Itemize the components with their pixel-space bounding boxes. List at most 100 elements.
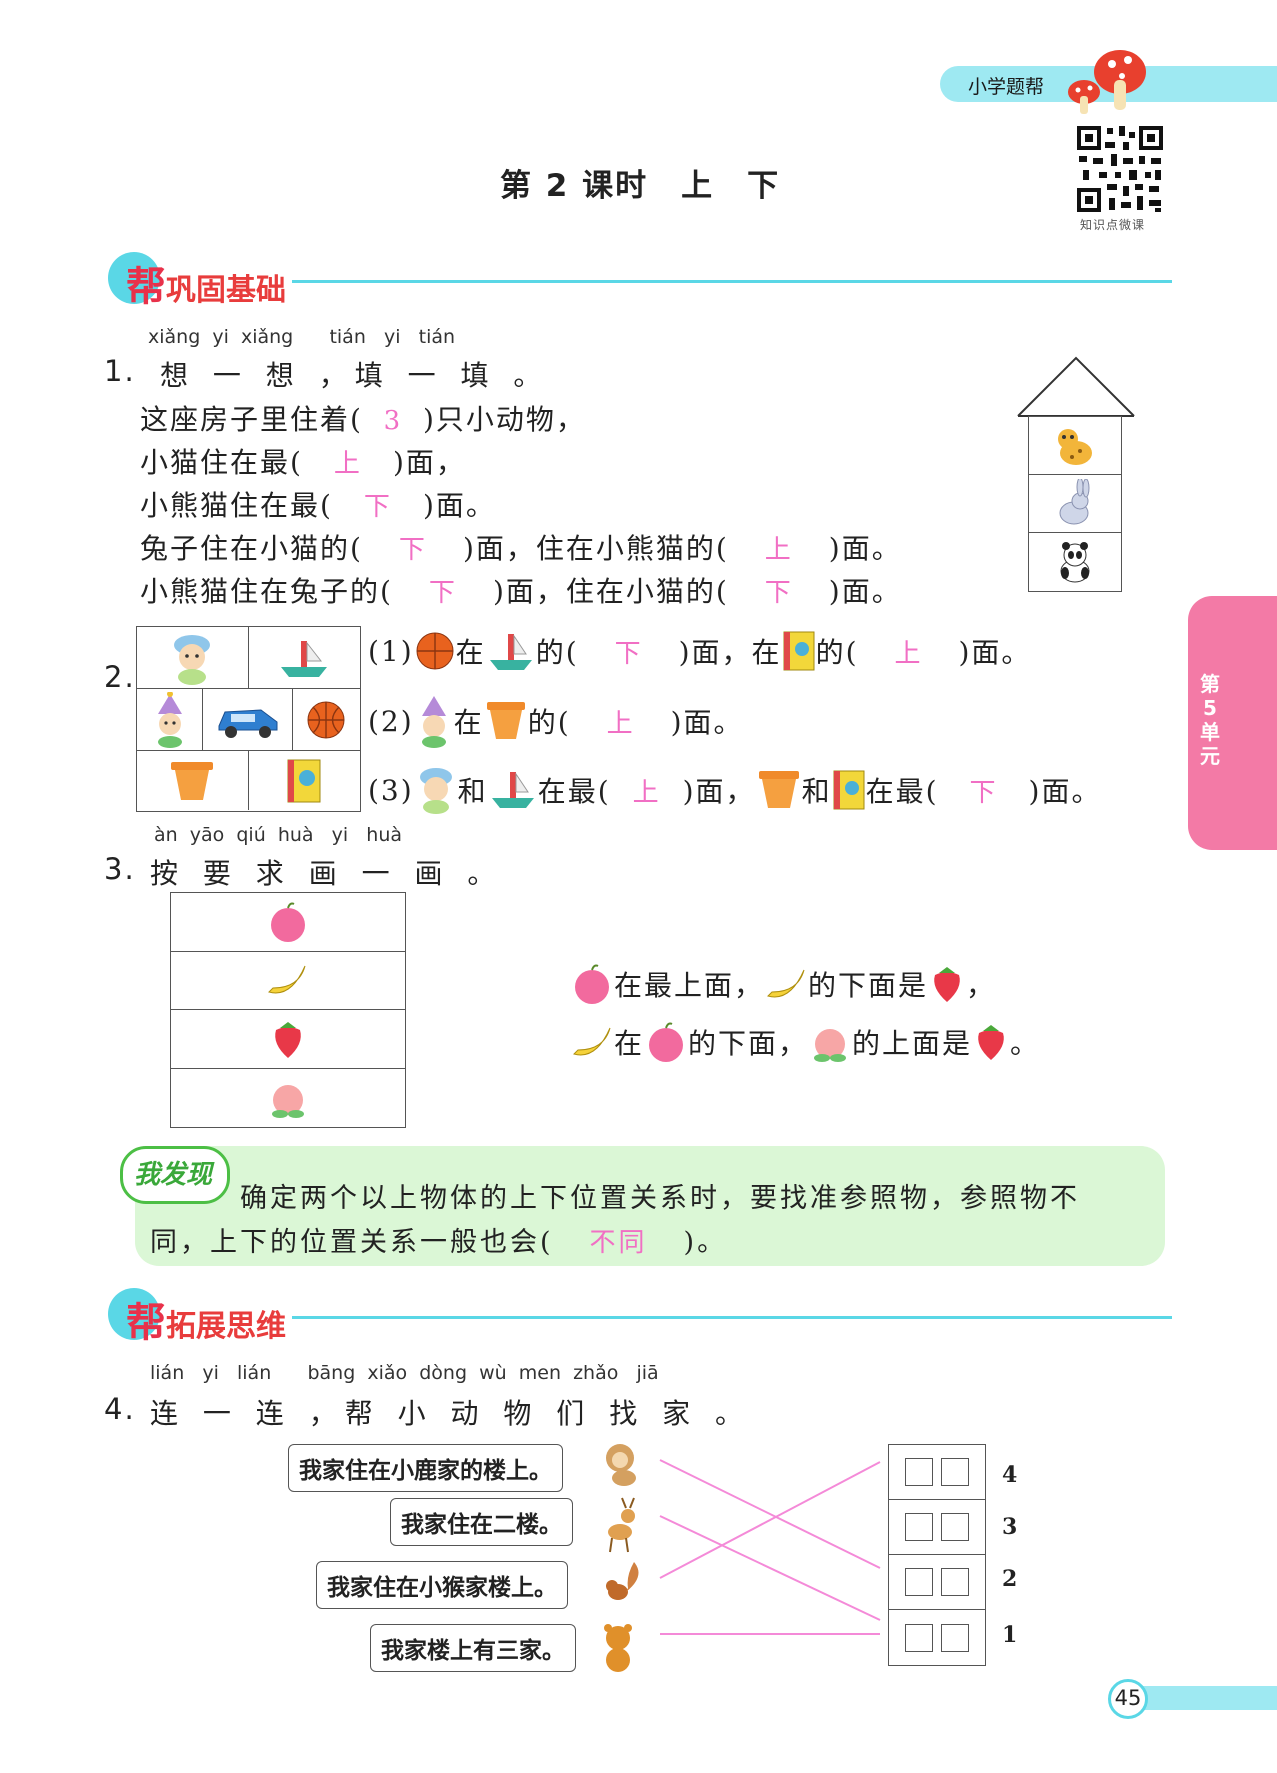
answer: 下 — [428, 578, 457, 608]
answer: 上 — [333, 449, 362, 479]
answer: 下 — [398, 535, 427, 565]
grid-cell — [203, 689, 293, 750]
clown-icon — [421, 696, 446, 748]
page-bar — [1130, 1686, 1277, 1710]
book-icon — [833, 770, 865, 810]
q1-line-3: 小熊猫住在最(下)面。 — [140, 484, 496, 524]
flower-pot-icon — [171, 761, 214, 800]
deer-icon — [608, 1497, 635, 1553]
panda-icon — [1060, 542, 1090, 583]
speech-bubble: 我家楼上有三家。 — [370, 1624, 576, 1672]
q4-animals — [604, 1444, 639, 1672]
speech-bubble: 我家住在小猴家楼上。 — [316, 1561, 568, 1609]
lesson-title: 第 2 课时 上 下 — [500, 168, 781, 204]
q3-sentence-1: 在最上面， 的下面是 ， — [570, 962, 996, 1006]
basketball-icon — [307, 701, 345, 738]
banana-icon — [767, 969, 805, 998]
window — [905, 1623, 933, 1652]
house-floor-bottom — [1029, 533, 1121, 591]
house-floor-middle — [1029, 475, 1121, 533]
girl-doll-icon — [419, 768, 452, 814]
finding-badge — [120, 1146, 230, 1204]
answer: 下 — [764, 578, 793, 608]
q4-title: 连 一 连 ，帮 小 动 物 们 找 家 。 — [150, 1397, 752, 1430]
section-divider — [292, 1316, 1172, 1319]
window — [905, 1568, 933, 1596]
window — [941, 1623, 969, 1652]
apple-icon — [649, 1022, 684, 1062]
cat-icon — [1058, 428, 1092, 465]
floor-number: 3 — [1002, 1514, 1018, 1540]
boat-icon — [489, 634, 532, 670]
q3-cell — [171, 1010, 405, 1069]
answer: 上 — [632, 777, 661, 808]
answer: 不同 — [589, 1228, 648, 1258]
floor — [889, 1610, 985, 1665]
squirrel-icon — [606, 1562, 639, 1600]
speech-bubble: 我家住在小鹿家的楼上。 — [288, 1444, 563, 1492]
page-number: 45 — [1114, 1686, 1142, 1710]
book-icon — [783, 631, 815, 671]
window — [905, 1458, 933, 1486]
q2-part-2: (2) 在 的(上)面。 — [368, 694, 744, 748]
section-basics-title: 帮巩固基础 — [126, 264, 286, 310]
q3-sentence-2: 在 的下面， 的上面是 。 — [570, 1020, 1040, 1064]
qr-caption: 知识点微课 — [1080, 218, 1146, 232]
answer: 下 — [363, 492, 392, 522]
floor-number: 2 — [1002, 1566, 1018, 1592]
answer: 上 — [764, 535, 793, 565]
grid-cell — [293, 689, 359, 750]
answer: 下 — [969, 777, 998, 808]
peach-icon — [272, 1084, 304, 1118]
window — [941, 1458, 969, 1486]
q2-grid — [136, 626, 361, 812]
q2-part-3: (3) 和 在最(上)面， 和 在最(下)面。 — [368, 765, 1101, 815]
bear-icon — [604, 1624, 632, 1672]
answer: 上 — [606, 708, 635, 739]
grid-cell — [137, 689, 203, 750]
q3-number: 3. — [104, 852, 136, 886]
section-extend-title: 帮拓展思维 — [126, 1300, 286, 1346]
q1-line-5: 小熊猫住在兔子的(下)面，住在小猫的(下)面。 — [140, 570, 902, 610]
floor — [889, 1555, 985, 1610]
rabbit-icon — [1059, 478, 1090, 524]
q3-cell — [171, 1069, 405, 1128]
grid-cell — [137, 751, 249, 810]
answer: 3 — [383, 406, 403, 436]
q1-line-4: 兔子住在小猫的(下)面，住在小熊猫的(上)面。 — [140, 527, 902, 567]
apple-icon — [575, 964, 609, 1004]
q4-number: 4. — [104, 1392, 136, 1426]
finding-line-1: 确定两个以上物体的上下位置关系时，要找准参照物，参照物不 — [240, 1183, 1080, 1214]
floor-number: 1 — [1002, 1622, 1018, 1648]
banana-icon — [268, 966, 306, 994]
unit-side-tab[interactable] — [1188, 596, 1277, 850]
finding-badge-text: 我发现 — [134, 1160, 213, 1190]
floor — [889, 1500, 985, 1555]
q3-column — [170, 892, 406, 1128]
q1-line-2: 小猫住在最(上)面， — [140, 441, 466, 481]
qr-code-icon[interactable] — [1075, 124, 1165, 214]
answer: 下 — [614, 638, 643, 669]
q1-pinyin: xiǎng yi xiǎng tián yi tián — [148, 326, 456, 348]
unit-side-label: 第5单元 — [1200, 672, 1220, 768]
strawberry-icon — [934, 967, 960, 1002]
monkey-icon — [606, 1444, 636, 1486]
apartment-building — [888, 1444, 986, 1666]
q2-number: 2. — [104, 660, 136, 694]
floor — [889, 1445, 985, 1500]
basketball-icon — [416, 632, 454, 670]
q4-pinyin: lián yi lián bāng xiǎo dòng wù men zhǎo … — [150, 1362, 659, 1384]
finding-box — [135, 1146, 1165, 1266]
floor-number: 4 — [1002, 1462, 1018, 1488]
house-building — [1028, 416, 1122, 592]
page-number-badge — [1108, 1679, 1148, 1719]
clown-icon — [157, 691, 182, 748]
section-badge — [108, 252, 160, 304]
answer: 上 — [894, 638, 923, 669]
q3-title: 按 要 求 画 一 画 。 — [150, 857, 504, 890]
section-divider — [292, 280, 1172, 283]
mushroom-icon — [1068, 50, 1146, 114]
q2-part-1: (1) 在 的(下)面，在 的(上)面。 — [368, 630, 1031, 672]
boat-icon — [491, 772, 534, 808]
book-icon — [287, 759, 321, 802]
